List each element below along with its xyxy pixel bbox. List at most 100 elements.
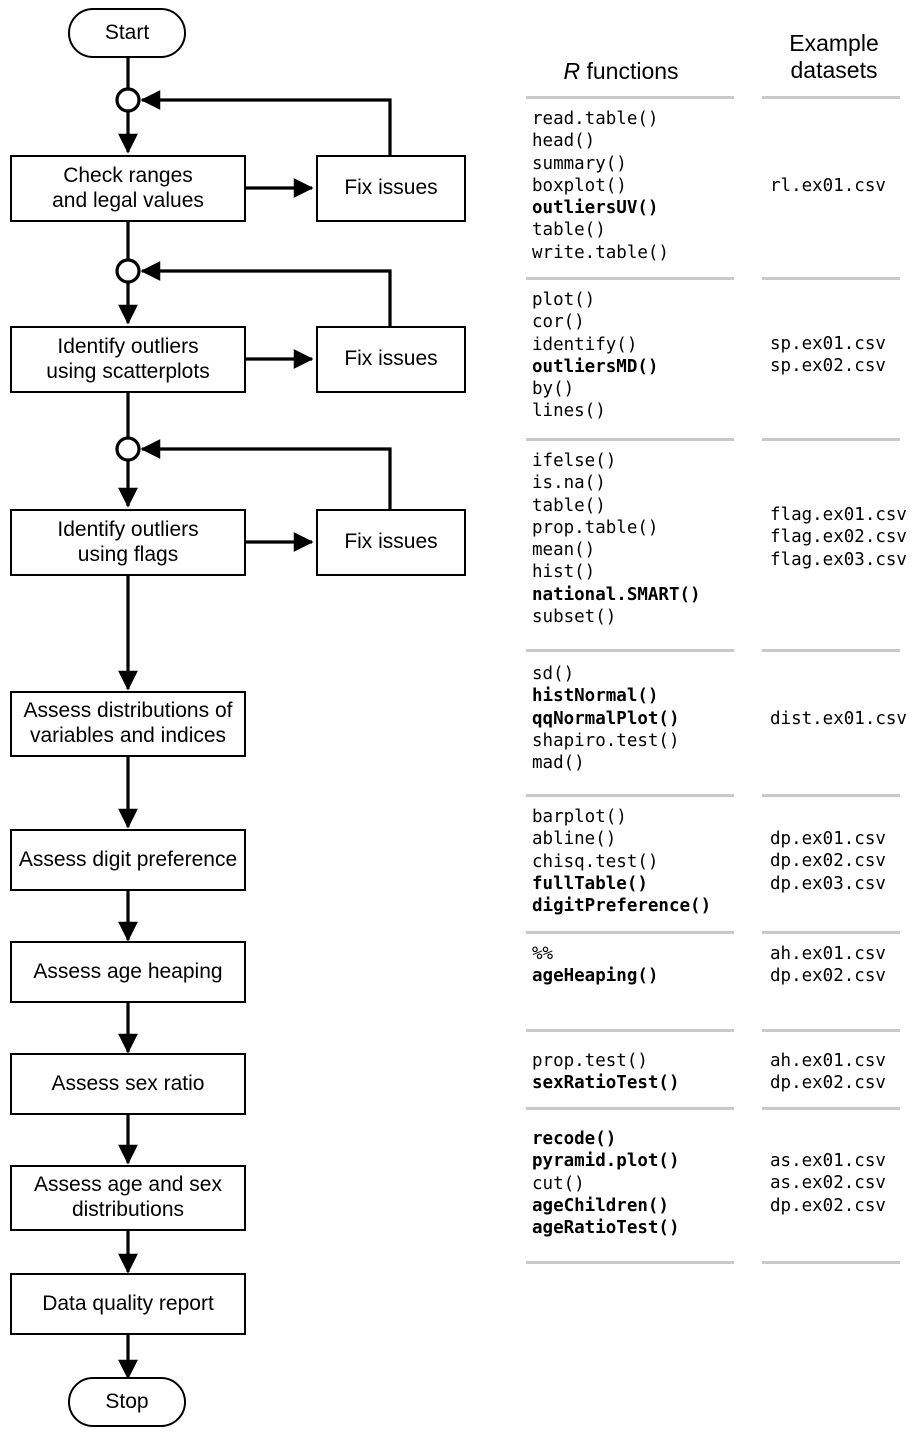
column-header-example-datasets: Example datasets [789,30,879,84]
function-list-8: recode()pyramid.plot()cut()ageChildren()… [532,1128,680,1239]
function-list-2: plot()cor()identify()outliersMD()by()lin… [532,289,658,423]
section-rule-left-4 [526,649,734,652]
flow-node-stop[interactable]: Stop [68,1377,186,1427]
junction-node-3 [115,436,141,462]
section-rule-right-6 [762,931,900,934]
section-rule-left-6 [526,931,734,934]
function-name: abline() [532,829,617,850]
function-name: ageRatioTest() [532,1218,680,1239]
dataset-name: rl.ex01.csv [770,176,886,196]
function-name: boxplot() [532,175,627,196]
flow-node-stop-label: Stop [105,1389,149,1413]
function-name: histNormal() [532,686,659,707]
flow-node-assess-distributions[interactable]: Assess distributions of variables and in… [10,691,246,757]
function-name: plot() [532,290,596,310]
function-name: %% [532,944,554,964]
flow-node-identify-outliers-scatterplots-label: Identify outliers using scatterplots [46,334,210,383]
function-name: ifelse() [532,451,617,471]
function-name: prop.test() [532,1051,648,1071]
dataset-name: ah.ex01.csv [770,944,886,964]
flow-node-check-ranges-label: Check ranges and legal values [52,163,204,212]
flow-node-identify-outliers-flags[interactable]: Identify outliers using flags [10,509,246,576]
function-name: pyramid.plot() [532,1151,680,1172]
flow-node-fix-issues-1-label: Fix issues [344,176,438,200]
flow-node-start[interactable]: Start [68,8,186,58]
flow-node-fix-issues-1[interactable]: Fix issues [316,155,466,222]
column-header-r-functions: R functions [510,58,732,85]
function-list-3: ifelse()is.na()table()prop.table()mean()… [532,450,701,628]
flow-node-assess-age-sex-distributions[interactable]: Assess age and sex distributions [10,1165,246,1231]
flow-node-fix-issues-3-label: Fix issues [344,530,438,554]
flow-node-assess-digit-preference[interactable]: Assess digit preference [10,829,246,891]
function-name: cor() [532,312,585,333]
junction-node-2 [115,258,141,284]
flow-node-check-ranges[interactable]: Check ranges and legal values [10,155,246,222]
function-name: barplot() [532,807,627,827]
dataset-name: dp.ex02.csv [770,1195,886,1216]
function-name: table() [532,495,606,516]
flow-node-assess-sex-ratio[interactable]: Assess sex ratio [10,1053,246,1115]
function-name: mean() [532,540,596,561]
dataset-name: dist.ex01.csv [770,709,907,729]
function-list-6: %%ageHeaping() [532,943,658,988]
dataset-name: as.ex02.csv [770,1173,886,1194]
dataset-name: sp.ex02.csv [770,356,886,377]
flow-node-fix-issues-3[interactable]: Fix issues [316,509,466,576]
function-name: lines() [532,401,606,422]
flow-node-fix-issues-2-label: Fix issues [344,347,438,371]
function-name: outliersMD() [532,356,659,377]
function-name: write.table() [532,242,669,263]
function-name: prop.table() [532,517,659,538]
function-name: chisq.test() [532,851,659,872]
function-list-5: barplot()abline()chisq.test()fullTable()… [532,806,711,917]
section-rule-right-5 [762,794,900,797]
flow-node-assess-sex-ratio-label: Assess sex ratio [51,1071,205,1095]
function-name: read.table() [532,109,659,129]
function-name: head() [532,131,596,152]
dataset-name: as.ex01.csv [770,1151,886,1171]
flow-node-identify-outliers-flags-label: Identify outliers using flags [57,517,199,566]
flow-node-identify-outliers-scatterplots[interactable]: Identify outliers using scatterplots [10,326,246,393]
function-name: ageChildren() [532,1195,669,1216]
section-rule-left-2 [526,277,734,280]
section-rule-right-3 [762,438,900,441]
dataset-name: sp.ex01.csv [770,334,886,354]
column-header-r-functions-rest: functions [580,58,679,84]
function-name: summary() [532,153,627,174]
section-rule-right-9 [762,1261,900,1264]
dataset-list-1: rl.ex01.csv [770,175,886,197]
function-name: fullTable() [532,873,648,894]
function-name: recode() [532,1129,617,1149]
flow-node-data-quality-report-label: Data quality report [42,1291,214,1315]
dataset-name: flag.ex01.csv [770,505,907,525]
function-name: shapiro.test() [532,730,680,751]
function-name: qqNormalPlot() [532,708,680,729]
dataset-name: dp.ex02.csv [770,1073,886,1094]
flow-node-assess-age-heaping[interactable]: Assess age heaping [10,941,246,1003]
function-list-1: read.table()head()summary()boxplot()outl… [532,108,669,264]
function-name: sd() [532,664,575,684]
dataset-name: dp.ex01.csv [770,829,886,849]
section-rule-right-4 [762,649,900,652]
column-header-r-functions-prefix: R [563,58,581,84]
section-rule-right-1 [762,96,900,99]
flow-node-assess-digit-preference-label: Assess digit preference [18,847,238,871]
reference-table: R functions Example datasets read.table(… [490,0,918,1435]
function-list-7: prop.test()sexRatioTest() [532,1050,680,1095]
function-name: by() [532,379,575,400]
flow-node-data-quality-report[interactable]: Data quality report [10,1273,246,1335]
dataset-name: ah.ex01.csv [770,1051,886,1071]
function-name: national.SMART() [532,584,701,605]
flow-node-fix-issues-2[interactable]: Fix issues [316,326,466,393]
function-list-4: sd()histNormal()qqNormalPlot()shapiro.te… [532,663,680,774]
section-rule-left-8 [526,1107,734,1110]
function-name: ageHeaping() [532,966,659,987]
flow-node-assess-distributions-label: Assess distributions of variables and in… [23,699,233,747]
function-name: cut() [532,1173,585,1194]
dataset-name: dp.ex02.csv [770,966,886,987]
